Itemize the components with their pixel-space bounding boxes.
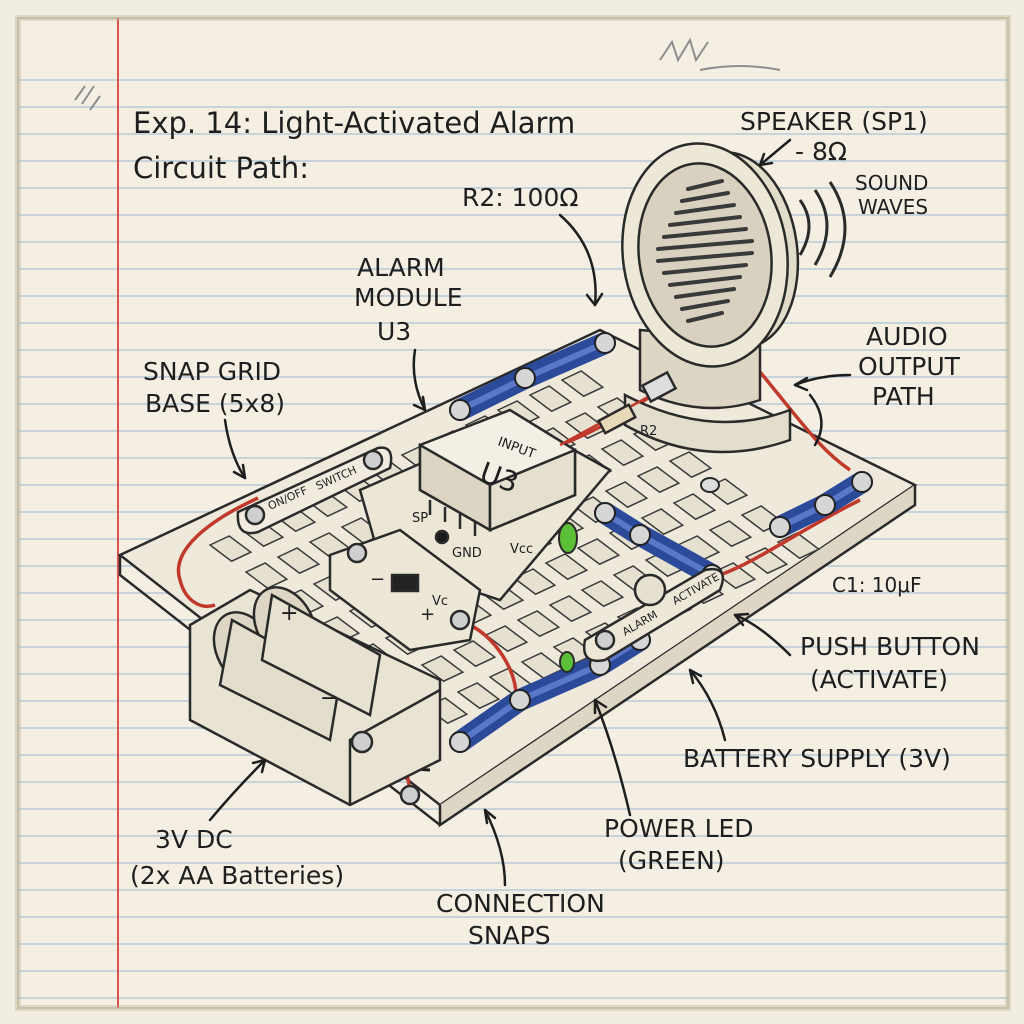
battery-supply-label: BATTERY SUPPLY (3V) (683, 744, 951, 773)
pin-gnd-text: GND (452, 546, 482, 561)
switch-snap-left (244, 504, 266, 526)
grille-slat (686, 311, 724, 323)
snap-plus-text: + (420, 604, 435, 625)
speaker-label-line1: SPEAKER (SP1) (740, 107, 928, 136)
paper-edge-wear (15, 15, 1011, 1011)
snap-connector (594, 502, 616, 524)
snap-grid-label-line1: SNAP GRID (143, 357, 281, 386)
grid-hole (600, 439, 645, 467)
push-button (582, 567, 725, 663)
r2-value-label: R2: 100Ω (462, 183, 578, 212)
snap-connector (449, 399, 471, 421)
grid-hole (548, 595, 593, 623)
page-title-line1: Exp. 14: Light-Activated Alarm (133, 106, 575, 140)
grille-slat (662, 227, 748, 239)
snap-connector (629, 524, 651, 546)
snaps-label-line2: SNAPS (468, 921, 551, 950)
small-component (700, 477, 720, 493)
grid-hole (744, 547, 789, 575)
grille-slat (674, 203, 736, 215)
pin-sp-text: SP (412, 511, 428, 526)
audio-output-label-line1: AUDIO (866, 322, 948, 351)
grid-hole (420, 655, 465, 683)
battery-snap-plus (350, 730, 374, 754)
grid-hole (528, 385, 573, 413)
vcc-small-text: Vc (432, 594, 448, 609)
grid-hole (576, 538, 621, 566)
grid-hole (636, 466, 681, 494)
power-led-label-line2: (GREEN) (618, 846, 725, 875)
speaker-grille (656, 179, 754, 323)
snap-minus-text: − (370, 569, 385, 590)
grid-hole (668, 451, 713, 479)
grid-hole (708, 520, 753, 548)
grid-hole (640, 508, 685, 536)
push-button-label-line2: (ACTIVATE) (810, 665, 948, 694)
grille-slat (656, 251, 754, 263)
snap-connector (594, 332, 616, 354)
battery-minus-text: − (320, 686, 338, 711)
grid-hole (512, 568, 557, 596)
snap-connector (814, 494, 836, 516)
grid-hole (580, 580, 625, 608)
grid-hole (672, 493, 717, 521)
dc-label-line2: (2x AA Batteries) (130, 861, 344, 890)
sound-waves-label-line1: SOUND (855, 171, 928, 195)
power-led-label-line1: POWER LED (604, 814, 754, 843)
resistor-r2 (559, 370, 678, 447)
sound-waves-label-line2: WAVES (858, 195, 928, 219)
grid-hole (208, 535, 253, 563)
grille-slat (656, 239, 754, 251)
sound-waves-icon (798, 181, 847, 278)
audio-output-label-line3: PATH (872, 382, 935, 411)
r2-tag-text: R2 (640, 424, 657, 439)
grille-slat (668, 215, 742, 227)
battery-snap-minus (399, 784, 421, 806)
callout-arrows (208, 138, 852, 887)
grid-hole (276, 547, 321, 575)
switch-snap-right (362, 449, 384, 471)
grid-hole (544, 553, 589, 581)
grid-hole (712, 562, 757, 590)
alarm-module-label-line1: ALARM (357, 253, 445, 282)
battery-plus-text: + (280, 601, 298, 626)
dc-label-line1: 3V DC (155, 825, 233, 854)
snap-connector (509, 689, 531, 711)
alarm-module-label-line2: MODULE (354, 283, 463, 312)
pin-vcc-text: Vcc (510, 542, 533, 557)
snap-connector (449, 731, 471, 753)
snap-connector (851, 471, 873, 493)
grille-slat (680, 191, 730, 203)
snap-connector (769, 516, 791, 538)
grille-slat (686, 179, 724, 191)
grid-hole (516, 610, 561, 638)
grid-hole (484, 625, 529, 653)
grid-hole (244, 562, 289, 590)
snap-connector (514, 367, 536, 389)
page-title-line2: Circuit Path: (133, 151, 309, 185)
speaker-label-line2: - 8Ω (795, 137, 847, 166)
snap-grid-label-line2: BASE (5x8) (145, 389, 285, 418)
on-off-switch (236, 446, 393, 535)
snap-piece-vcc (328, 528, 482, 652)
grille-slat (674, 287, 736, 299)
grid-hole (560, 370, 605, 398)
snaps-label-line1: CONNECTION (436, 889, 605, 918)
power-led (558, 522, 578, 673)
corner-doodle (74, 37, 781, 111)
grid-hole (604, 481, 649, 509)
c1-value-label: C1: 10μF (832, 573, 921, 597)
blue-snap-highlight (457, 637, 643, 745)
grille-slat (662, 263, 748, 275)
audio-output-label-line2: OUTPUT (858, 352, 961, 381)
grille-slat (668, 275, 742, 287)
push-button-label-line1: PUSH BUTTON (800, 632, 980, 661)
grille-slat (680, 299, 730, 311)
grid-hole (456, 682, 501, 710)
battery-holder (188, 586, 442, 807)
alarm-module-label-line3: U3 (377, 317, 411, 346)
grid-hole (452, 640, 497, 668)
